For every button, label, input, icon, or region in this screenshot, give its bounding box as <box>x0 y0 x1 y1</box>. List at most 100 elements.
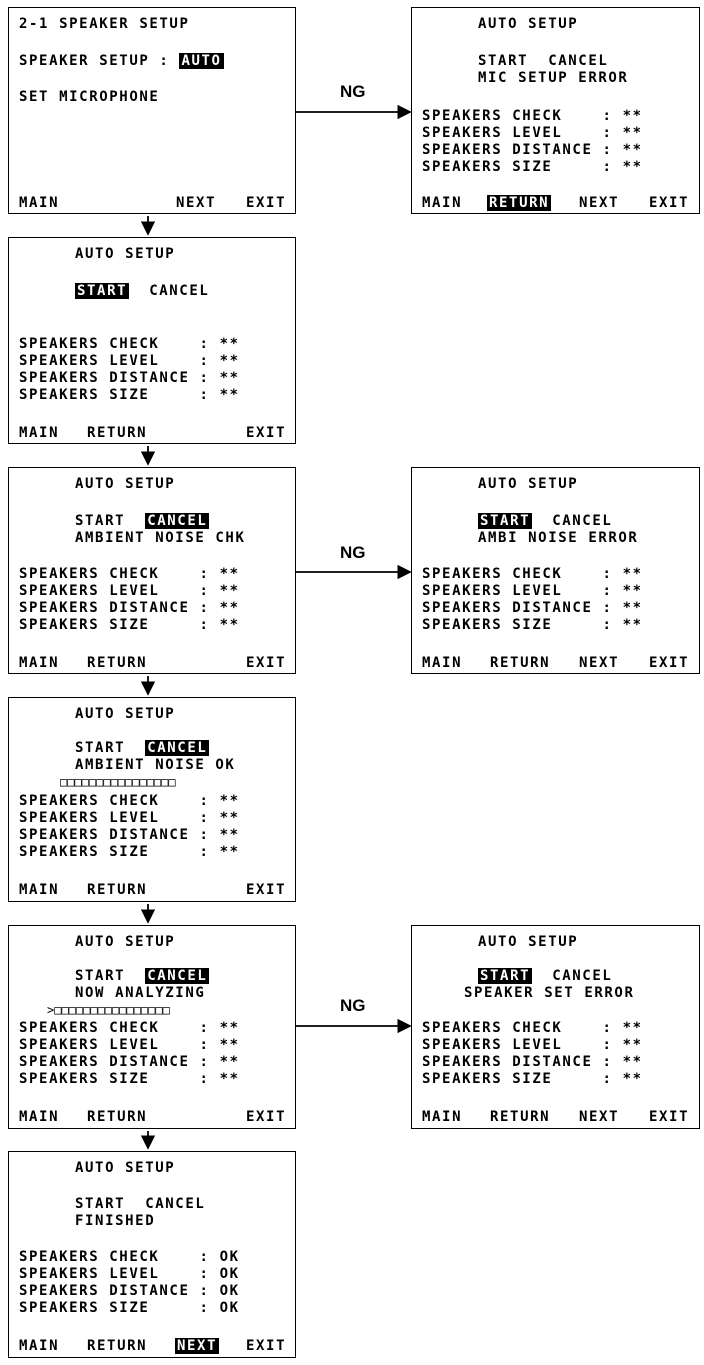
cancel-button[interactable]: CANCEL <box>145 1196 206 1212</box>
speakers-size-row: SPEAKERS SIZE : ** <box>19 1071 240 1087</box>
progress-bar: □□□□□□□□□□□□□□□□ <box>60 775 176 789</box>
screen-title: AUTO SETUP <box>478 16 579 32</box>
screen-ambi-noise-error: AUTO SETUP START CANCEL AMBI NOISE ERROR… <box>411 467 700 674</box>
screen-title: AUTO SETUP <box>75 706 176 722</box>
return-button[interactable]: RETURN <box>490 1109 551 1125</box>
next-button[interactable]: NEXT <box>579 1109 620 1125</box>
exit-button[interactable]: EXIT <box>246 1109 287 1125</box>
exit-button[interactable]: EXIT <box>246 655 287 671</box>
next-button[interactable]: NEXT <box>175 1338 220 1354</box>
main-button[interactable]: MAIN <box>19 1338 60 1354</box>
speaker-setup-row[interactable]: SPEAKER SETUP : AUTO <box>19 53 224 69</box>
speakers-level-row: SPEAKERS LEVEL : OK <box>19 1266 240 1282</box>
main-button[interactable]: MAIN <box>19 425 60 441</box>
speakers-check-row: SPEAKERS CHECK : OK <box>19 1249 240 1265</box>
return-button[interactable]: RETURN <box>87 1109 148 1125</box>
cancel-button[interactable]: CANCEL <box>145 740 210 756</box>
exit-button[interactable]: EXIT <box>649 1109 690 1125</box>
cancel-button[interactable]: CANCEL <box>552 513 613 529</box>
return-button[interactable]: RETURN <box>490 655 551 671</box>
cancel-button[interactable]: CANCEL <box>149 283 210 299</box>
main-button[interactable]: MAIN <box>422 1109 463 1125</box>
cancel-button[interactable]: CANCEL <box>145 513 210 529</box>
start-button[interactable]: START <box>75 740 126 756</box>
main-button[interactable]: MAIN <box>19 882 60 898</box>
screen-auto-setup-start: AUTO SETUP START CANCEL SPEAKERS CHECK :… <box>8 237 296 444</box>
screen-title: AUTO SETUP <box>75 246 176 262</box>
main-button[interactable]: MAIN <box>422 655 463 671</box>
start-button[interactable]: START <box>75 1196 126 1212</box>
exit-button[interactable]: EXIT <box>246 425 287 441</box>
cancel-button[interactable]: CANCEL <box>548 53 609 69</box>
speakers-level-row: SPEAKERS LEVEL : ** <box>422 583 643 599</box>
screen-finished: AUTO SETUP START CANCEL FINISHED SPEAKER… <box>8 1151 296 1358</box>
next-button[interactable]: NEXT <box>579 655 620 671</box>
status-text: AMBIENT NOISE CHK <box>75 530 246 546</box>
screen-title: AUTO SETUP <box>75 1160 176 1176</box>
return-button[interactable]: RETURN <box>487 195 552 211</box>
cancel-button[interactable]: CANCEL <box>145 968 210 984</box>
speakers-size-row: SPEAKERS SIZE : ** <box>422 159 643 175</box>
exit-button[interactable]: EXIT <box>246 882 287 898</box>
screen-title: AUTO SETUP <box>478 934 579 950</box>
speakers-check-row: SPEAKERS CHECK : ** <box>19 793 240 809</box>
speakers-size-row: SPEAKERS SIZE : OK <box>19 1300 240 1316</box>
next-button-label: NEXT <box>175 1338 220 1354</box>
status-text: FINISHED <box>75 1213 156 1229</box>
action-row: START CANCEL <box>478 53 608 69</box>
main-button[interactable]: MAIN <box>422 195 463 211</box>
screen-ambient-noise-check: AUTO SETUP START CANCEL AMBIENT NOISE CH… <box>8 467 296 674</box>
speakers-distance-row: SPEAKERS DISTANCE : ** <box>19 370 240 386</box>
set-microphone-item[interactable]: SET MICROPHONE <box>19 89 160 105</box>
screen-title: 2-1 SPEAKER SETUP <box>19 16 190 32</box>
start-button[interactable]: START <box>75 968 126 984</box>
start-button[interactable]: START <box>478 968 533 984</box>
return-button[interactable]: RETURN <box>87 655 148 671</box>
speakers-level-row: SPEAKERS LEVEL : ** <box>19 810 240 826</box>
start-button[interactable]: START <box>75 283 130 299</box>
speakers-level-row: SPEAKERS LEVEL : ** <box>19 353 240 369</box>
speaker-setup-label: SPEAKER SETUP : <box>19 53 180 69</box>
cancel-button[interactable]: CANCEL <box>552 968 613 984</box>
main-button[interactable]: MAIN <box>19 195 60 211</box>
action-row: START CANCEL <box>478 513 612 529</box>
screen-speaker-set-error: AUTO SETUP START CANCEL SPEAKER SET ERRO… <box>411 925 700 1129</box>
speakers-level-row: SPEAKERS LEVEL : ** <box>422 125 643 141</box>
exit-button[interactable]: EXIT <box>246 195 287 211</box>
speakers-check-row: SPEAKERS CHECK : ** <box>19 336 240 352</box>
screen-title: AUTO SETUP <box>478 476 579 492</box>
exit-button[interactable]: EXIT <box>246 1338 287 1354</box>
screen-title: AUTO SETUP <box>75 934 176 950</box>
speakers-size-row: SPEAKERS SIZE : ** <box>19 844 240 860</box>
exit-button[interactable]: EXIT <box>649 655 690 671</box>
speakers-level-row: SPEAKERS LEVEL : ** <box>422 1037 643 1053</box>
speakers-check-row: SPEAKERS CHECK : ** <box>19 1020 240 1036</box>
next-button[interactable]: NEXT <box>579 195 620 211</box>
speakers-distance-row: SPEAKERS DISTANCE : ** <box>19 600 240 616</box>
start-button[interactable]: START <box>478 53 529 69</box>
start-button[interactable]: START <box>478 513 533 529</box>
return-button[interactable]: RETURN <box>87 882 148 898</box>
speakers-size-row: SPEAKERS SIZE : ** <box>19 387 240 403</box>
action-row: START CANCEL <box>478 968 612 984</box>
speakers-size-row: SPEAKERS SIZE : ** <box>422 617 643 633</box>
ng-label-3: NG <box>340 996 366 1015</box>
speakers-distance-row: SPEAKERS DISTANCE : ** <box>422 1054 643 1070</box>
speaker-setup-value[interactable]: AUTO <box>179 53 224 69</box>
status-text: MIC SETUP ERROR <box>478 70 629 86</box>
status-text: SPEAKER SET ERROR <box>464 985 635 1001</box>
speakers-check-row: SPEAKERS CHECK : ** <box>422 566 643 582</box>
speakers-distance-row: SPEAKERS DISTANCE : ** <box>422 600 643 616</box>
speakers-size-row: SPEAKERS SIZE : ** <box>422 1071 643 1087</box>
action-row: START CANCEL <box>75 513 210 529</box>
next-button[interactable]: NEXT <box>176 195 217 211</box>
speakers-check-row: SPEAKERS CHECK : ** <box>19 566 240 582</box>
return-button[interactable]: RETURN <box>87 1338 148 1354</box>
start-button[interactable]: START <box>75 513 126 529</box>
exit-button[interactable]: EXIT <box>649 195 690 211</box>
return-button[interactable]: RETURN <box>87 425 148 441</box>
screen-title: AUTO SETUP <box>75 476 176 492</box>
main-button[interactable]: MAIN <box>19 1109 60 1125</box>
main-button[interactable]: MAIN <box>19 655 60 671</box>
